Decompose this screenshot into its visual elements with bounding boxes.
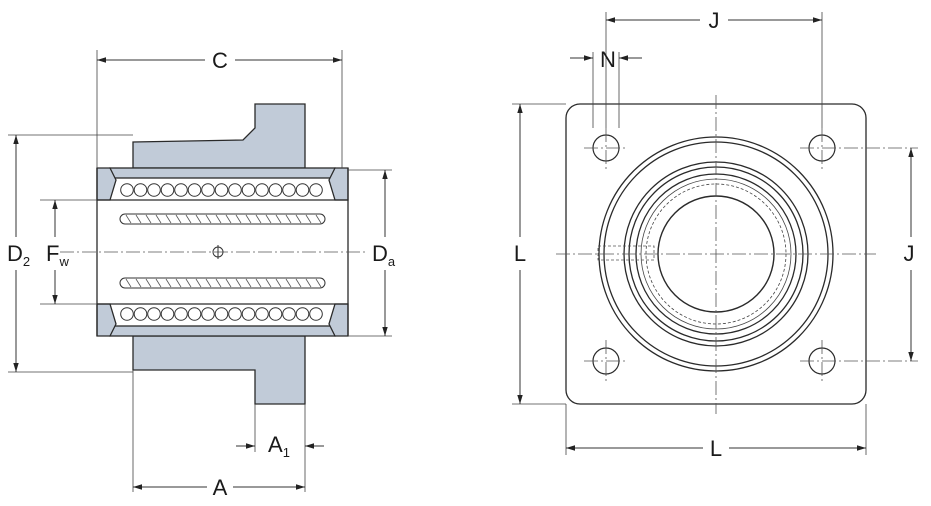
- ball: [241, 183, 256, 197]
- side-section-view: C D2 Fw Da A1 A: [7, 48, 396, 500]
- ball: [174, 307, 188, 321]
- ball: [160, 183, 175, 197]
- ball: [133, 183, 148, 197]
- ball: [228, 307, 242, 321]
- ball: [201, 183, 215, 197]
- ball: [187, 183, 202, 197]
- ball: [241, 307, 256, 321]
- ball: [147, 183, 161, 197]
- dim-label-N: N: [600, 47, 616, 72]
- dim-label-C: C: [212, 48, 228, 73]
- dim-label-A: A: [213, 475, 228, 500]
- return-track-upper: [119, 213, 326, 225]
- ball: [147, 307, 161, 321]
- ball: [309, 183, 323, 197]
- ball: [268, 307, 283, 321]
- dim-label-D2: D2: [7, 241, 30, 269]
- ball-row-top: [120, 183, 323, 197]
- return-track-lower: [119, 277, 326, 289]
- ball: [214, 307, 229, 321]
- ball: [255, 307, 269, 321]
- dim-label-Da: Da: [372, 241, 396, 269]
- ball: [214, 183, 229, 197]
- ball: [268, 183, 283, 197]
- dim-label-J-right: J: [904, 241, 915, 266]
- ball: [295, 183, 310, 197]
- ball: [282, 307, 296, 321]
- ball: [228, 183, 242, 197]
- ball: [160, 307, 175, 321]
- dim-label-L-left: L: [514, 241, 526, 266]
- ball: [295, 307, 310, 321]
- ball: [201, 307, 215, 321]
- lube-port-hidden: [597, 245, 655, 261]
- sleeve-top: [109, 167, 336, 179]
- ball: [187, 307, 202, 321]
- dim-label-L-bottom: L: [710, 436, 722, 461]
- sleeve-bottom: [109, 325, 336, 337]
- dim-label-Fw: Fw: [46, 241, 69, 269]
- dim-label-J-top: J: [709, 8, 720, 33]
- ball: [309, 307, 323, 321]
- ball: [120, 307, 134, 321]
- ball: [174, 183, 188, 197]
- ball: [282, 183, 296, 197]
- ball: [120, 183, 134, 197]
- housing-flange-top: [132, 103, 306, 169]
- housing-flange-bottom: [132, 335, 306, 405]
- ball-row-bottom: [120, 307, 323, 321]
- dim-label-A1: A1: [268, 432, 290, 460]
- ball: [133, 307, 148, 321]
- front-view: J N L J L: [512, 8, 918, 461]
- ball: [255, 183, 269, 197]
